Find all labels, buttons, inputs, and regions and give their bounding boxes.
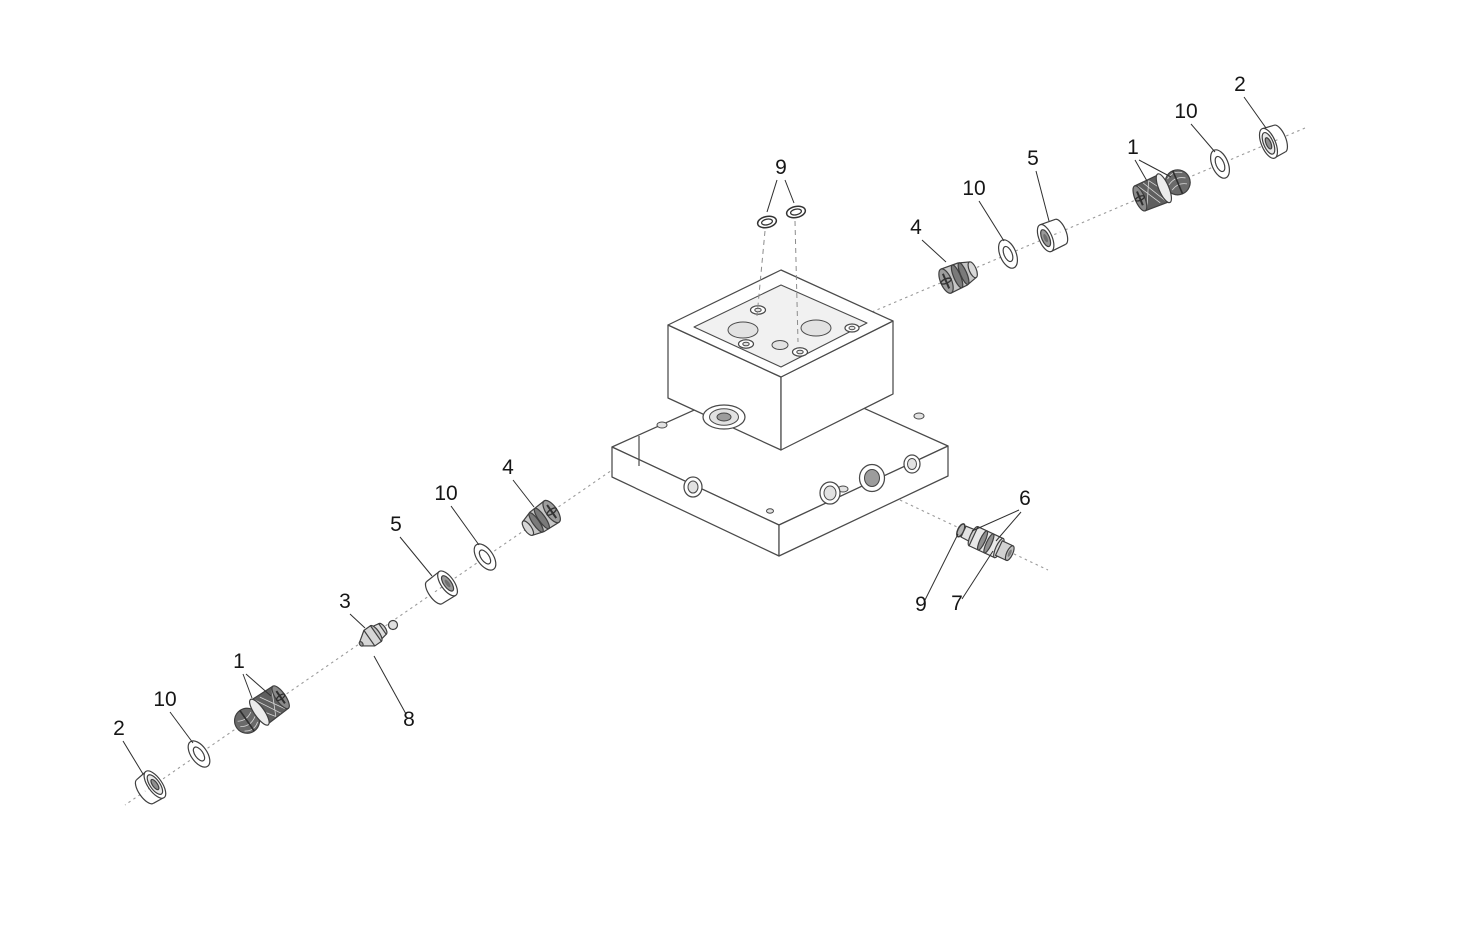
plate-corner-hole-right [913, 412, 925, 420]
leader-2-lower [122, 740, 144, 775]
callout-6: 6 [1019, 487, 1031, 510]
housing-boss-front-right [791, 347, 809, 357]
bushing-upper [1033, 215, 1072, 255]
leader-10-lower-outer [169, 711, 194, 744]
leader-9-lower-right [924, 533, 959, 601]
callout-1-lower: 1 [233, 650, 245, 673]
end-cap-lower [130, 766, 171, 809]
callout-5-upper: 5 [1027, 147, 1039, 170]
callout-9-top: 9 [775, 156, 787, 179]
washer-upper-outer [1206, 146, 1234, 182]
callout-10-lower-outer: 10 [153, 688, 176, 711]
leader-5-upper [1035, 170, 1050, 222]
leader-4-upper [921, 239, 947, 263]
valve-body-housing [667, 269, 894, 451]
callout-10-upper-outer: 10 [1174, 100, 1197, 123]
leader-6-b [995, 511, 1022, 542]
oring-drop-lines [756, 220, 799, 343]
callout-2-lower: 2 [113, 717, 125, 740]
leader-6-a [971, 509, 1020, 532]
leader-1-upper-a [1134, 159, 1148, 182]
callout-7: 7 [951, 592, 963, 615]
washer-upper-inner [994, 236, 1022, 272]
washer-lower-inner [469, 539, 501, 575]
housing-boss-rear [749, 305, 767, 315]
left-face-port [683, 476, 703, 498]
callout-2-upper: 2 [1234, 73, 1246, 96]
leader-2-upper [1243, 96, 1267, 129]
cavity-bore-center [771, 340, 789, 350]
leader-10-upper-inner [978, 200, 1005, 242]
plate-corner-hole-left [656, 421, 668, 429]
right-extension-hole [903, 454, 921, 474]
callout-4-lower: 4 [502, 456, 514, 479]
main-bore-port [702, 404, 746, 430]
leader-1-lower-a [242, 673, 253, 699]
leader-10-upper-outer [1190, 123, 1216, 153]
leader-5-lower [399, 536, 433, 577]
leader-3 [349, 613, 366, 629]
cartridge-upper [1128, 162, 1197, 216]
callout-4-upper: 4 [910, 216, 922, 239]
relief-valve-assembly [952, 518, 1018, 565]
plate-hole-front [766, 508, 774, 514]
oring-top-right [784, 203, 808, 221]
valve-body [611, 269, 949, 557]
leader-7 [961, 550, 994, 600]
oring-top-left [755, 213, 779, 231]
leader-9-top-b [784, 179, 795, 204]
plunger-upper [934, 255, 983, 297]
end-cap-upper [1255, 120, 1292, 162]
right-face-port-small [819, 481, 841, 505]
leader-1-upper-b [1138, 159, 1172, 178]
cavity-bore-left [727, 321, 759, 339]
cartridge-lower [226, 680, 295, 742]
cavity-bore-right [800, 319, 832, 337]
housing-cavity [693, 284, 868, 368]
callout-10-upper-inner: 10 [962, 177, 985, 200]
housing-boss-right [844, 323, 860, 333]
leader-lines [122, 96, 1267, 775]
callout-8: 8 [403, 708, 415, 731]
ball [387, 619, 399, 631]
plunger-lower [516, 496, 565, 542]
leader-10-lower-inner [450, 505, 480, 546]
valve-body-ports [656, 404, 925, 514]
needle-valve [353, 618, 391, 654]
leader-1-lower-b [245, 673, 272, 697]
drop-line-right [794, 220, 799, 343]
callout-1-upper: 1 [1127, 136, 1139, 159]
leader-9-top-a [766, 179, 778, 213]
washer-lower-outer [183, 736, 215, 772]
callout-10-lower-inner: 10 [434, 482, 457, 505]
callout-5-lower: 5 [390, 513, 402, 536]
leader-4-lower [512, 479, 535, 508]
housing-boss-front-left [737, 339, 755, 349]
plate-right-face [778, 445, 949, 557]
leader-8 [373, 655, 407, 715]
callout-3: 3 [339, 590, 351, 613]
axis-upper-right [871, 127, 1306, 313]
right-face-port-main [858, 463, 886, 493]
callout-labels: 9 4 10 5 1 10 2 4 10 5 3 8 1 10 2 6 9 7 [113, 73, 1246, 740]
callout-9-lower-right: 9 [915, 593, 927, 616]
